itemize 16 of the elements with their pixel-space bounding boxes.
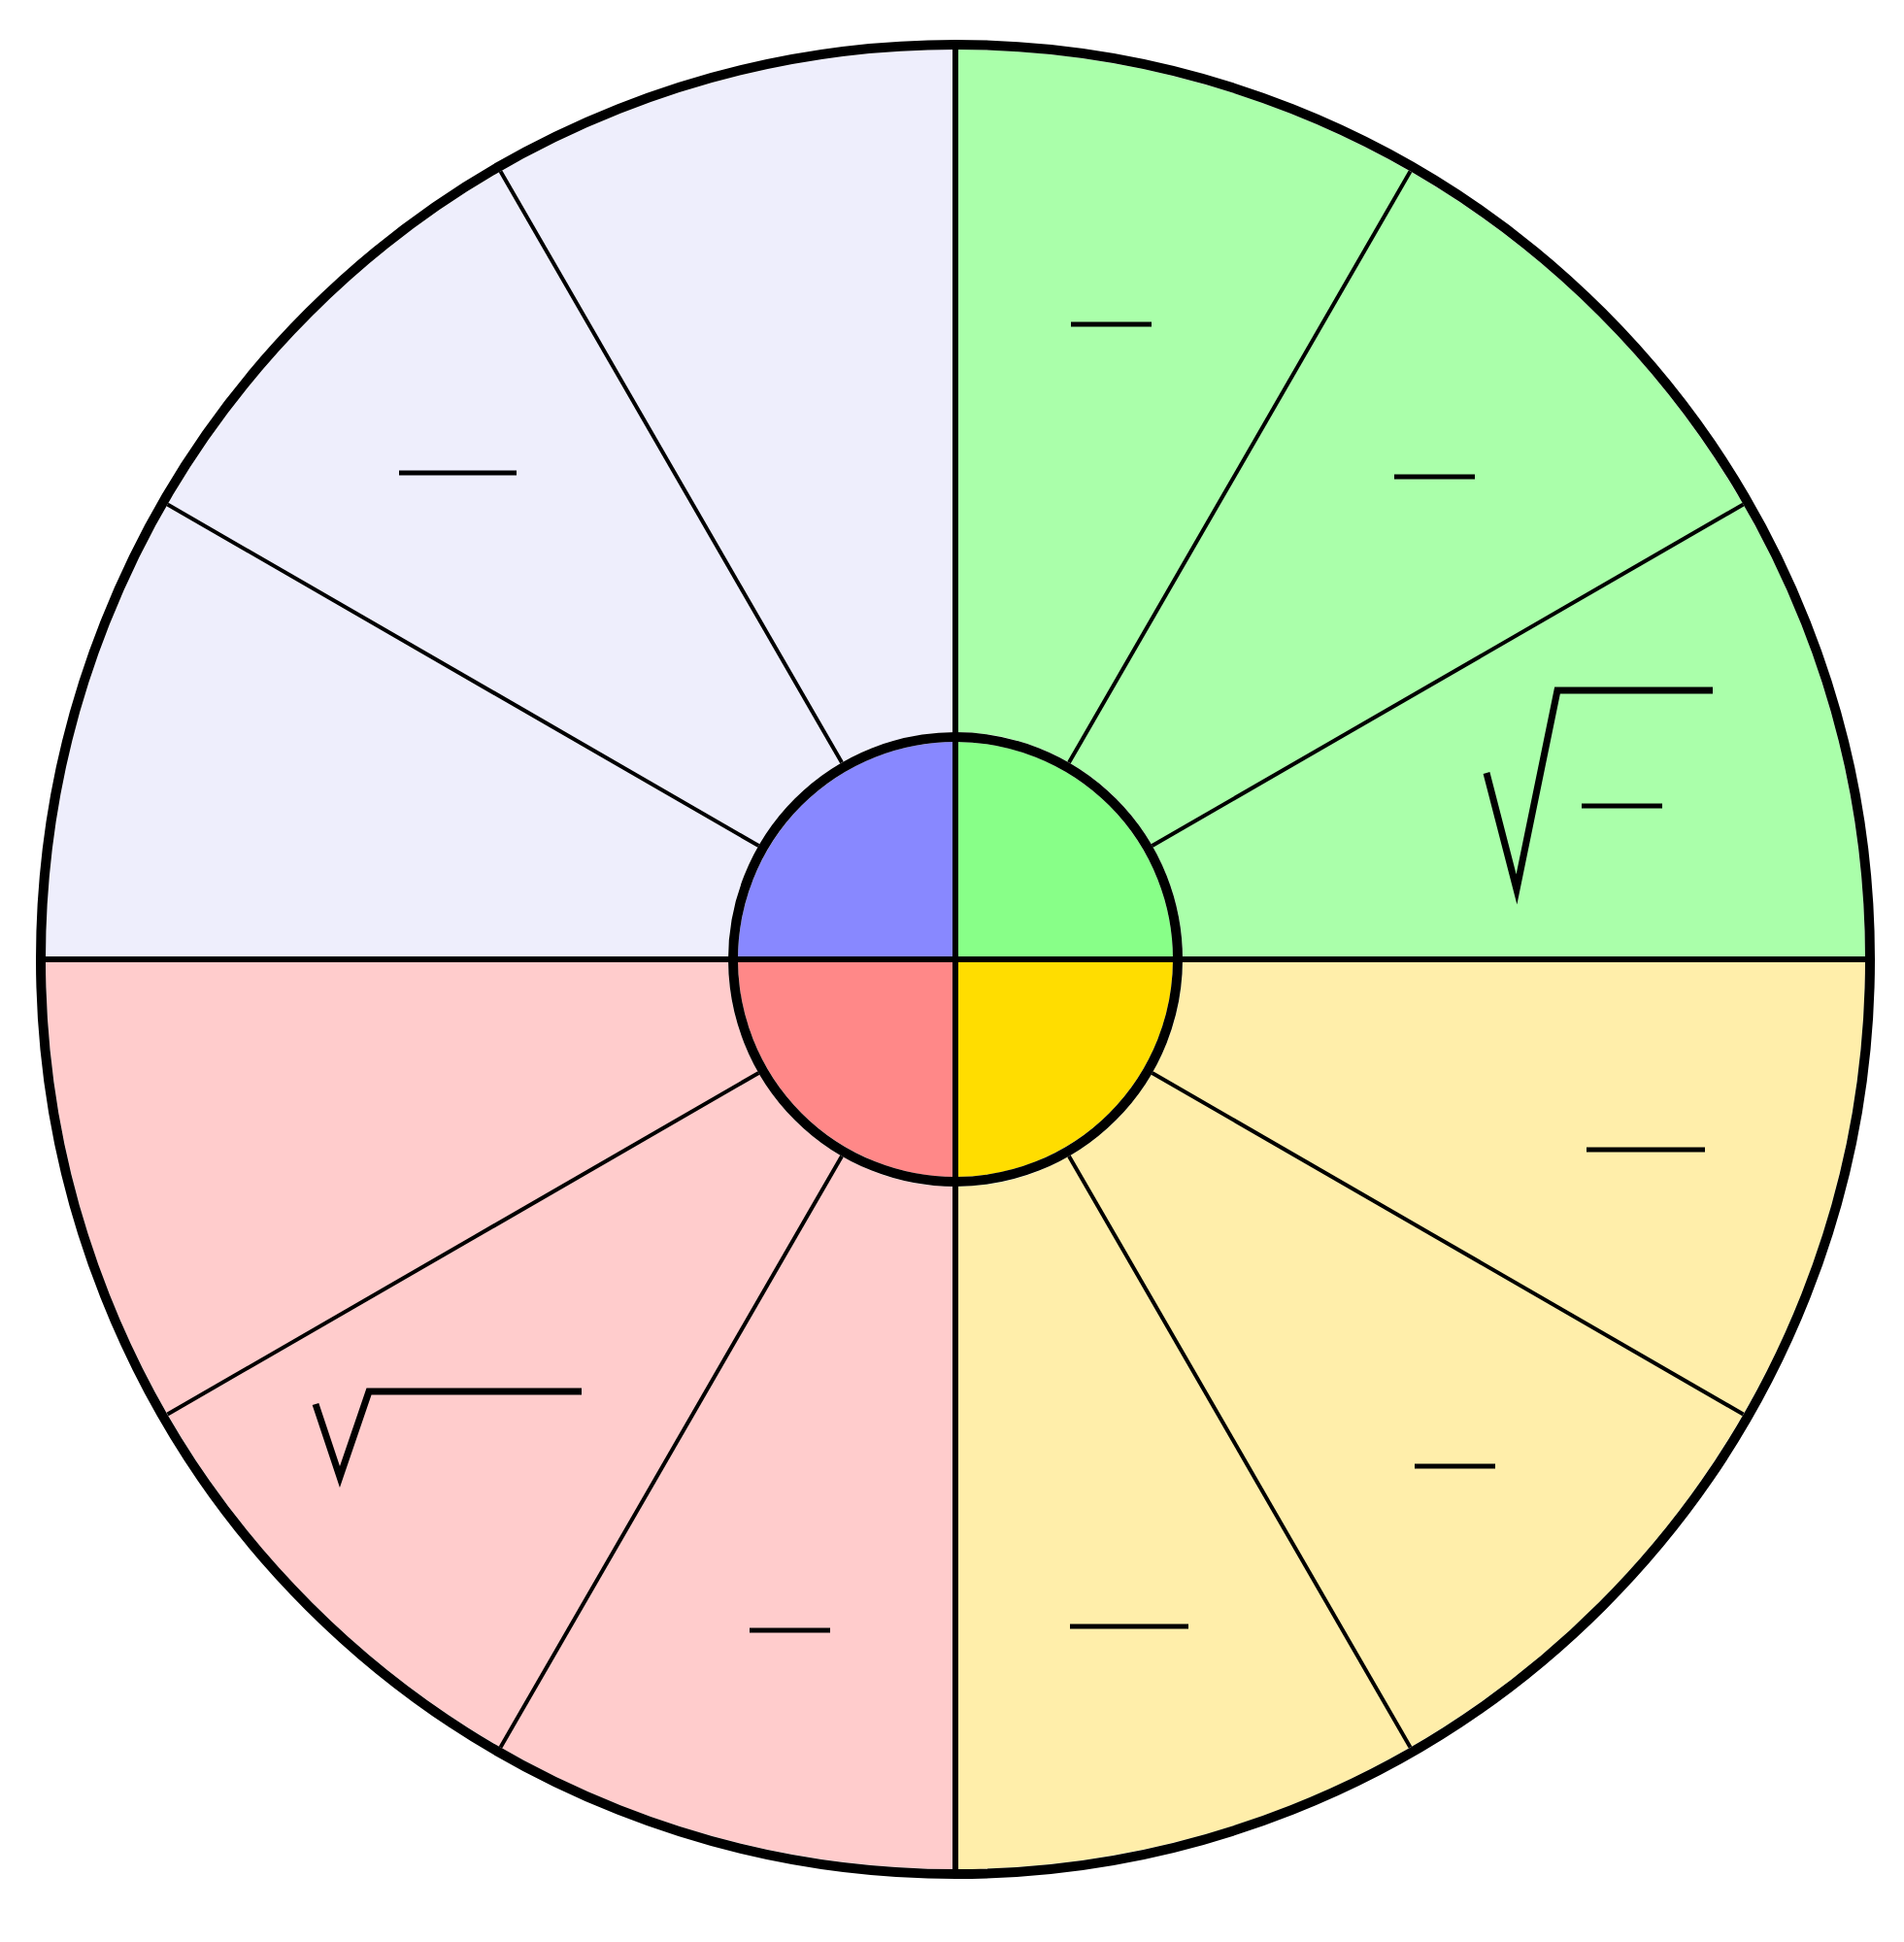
sector — [1152, 959, 1865, 1415]
sector — [46, 504, 759, 959]
quadrant — [955, 959, 1173, 1177]
sector — [955, 50, 1411, 763]
quadrant — [738, 959, 955, 1177]
quadrant — [955, 742, 1173, 959]
sector — [500, 50, 955, 763]
sector — [46, 959, 759, 1415]
sector — [955, 1155, 1411, 1869]
sector — [500, 1155, 955, 1869]
sector — [167, 1073, 842, 1748]
sector — [1069, 171, 1744, 846]
quadrant — [738, 742, 955, 959]
sector — [1069, 1073, 1744, 1748]
sector — [1152, 504, 1865, 959]
sector — [167, 171, 842, 846]
